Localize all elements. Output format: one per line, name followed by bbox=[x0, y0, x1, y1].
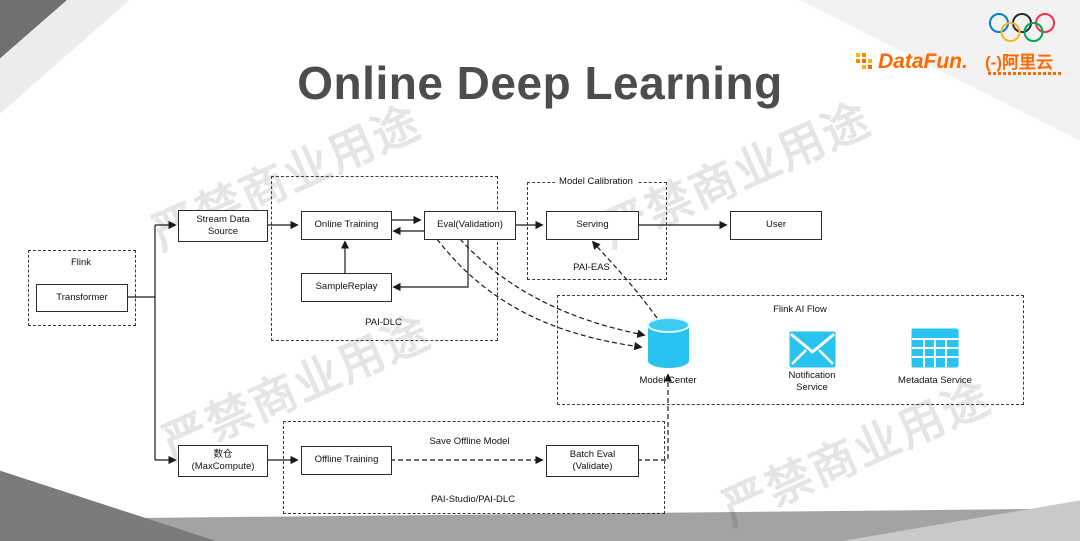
flink-group bbox=[28, 250, 136, 326]
model-calibration-label-text: Model Calibration bbox=[555, 176, 637, 187]
pai-studio-label: PAI-Studio/PAI-DLC bbox=[430, 494, 516, 505]
database-cylinder-icon bbox=[647, 317, 690, 368]
table-grid-icon bbox=[911, 328, 959, 368]
node-maxcompute: 数仓 (MaxCompute) bbox=[178, 445, 268, 477]
notification-service-label: Notification Service bbox=[788, 370, 836, 394]
node-user: User bbox=[730, 211, 822, 240]
node-online-training: Online Training bbox=[301, 211, 392, 240]
envelope-icon bbox=[789, 331, 836, 368]
aliyun-logo: (-)阿里云 bbox=[985, 53, 1053, 72]
datafun-logo: DataFun. bbox=[878, 50, 968, 73]
aliyun-tagline bbox=[988, 72, 1062, 75]
node-sample-replay: SampleReplay bbox=[301, 273, 392, 302]
pai-eas-label: PAI-EAS bbox=[573, 262, 610, 273]
node-serving: Serving bbox=[546, 211, 639, 240]
model-center-label: Model Center bbox=[639, 375, 697, 386]
flink-group-label: Flink bbox=[70, 257, 92, 268]
page-title: Online Deep Learning bbox=[297, 57, 783, 109]
flink-ai-flow-label: Flink AI Flow bbox=[773, 304, 827, 315]
node-eval-validation: Eval(Validation) bbox=[424, 211, 516, 240]
pai-studio-group bbox=[283, 421, 665, 514]
node-transformer: Transformer bbox=[36, 284, 128, 312]
node-stream-data-source: Stream Data Source bbox=[178, 210, 268, 242]
pai-dlc-label: PAI-DLC bbox=[365, 317, 402, 328]
olympic-rings-icon bbox=[989, 13, 1055, 42]
node-offline-training: Offline Training bbox=[301, 446, 392, 475]
node-batch-eval: Batch Eval (Validate) bbox=[546, 445, 639, 477]
flink-ai-flow-group bbox=[557, 295, 1024, 405]
model-calibration-label: Model Calibration bbox=[527, 176, 665, 188]
save-offline-model-label: Save Offline Model bbox=[429, 436, 510, 447]
datafun-pixel-icon bbox=[856, 53, 872, 69]
metadata-service-label: Metadata Service bbox=[898, 375, 972, 386]
